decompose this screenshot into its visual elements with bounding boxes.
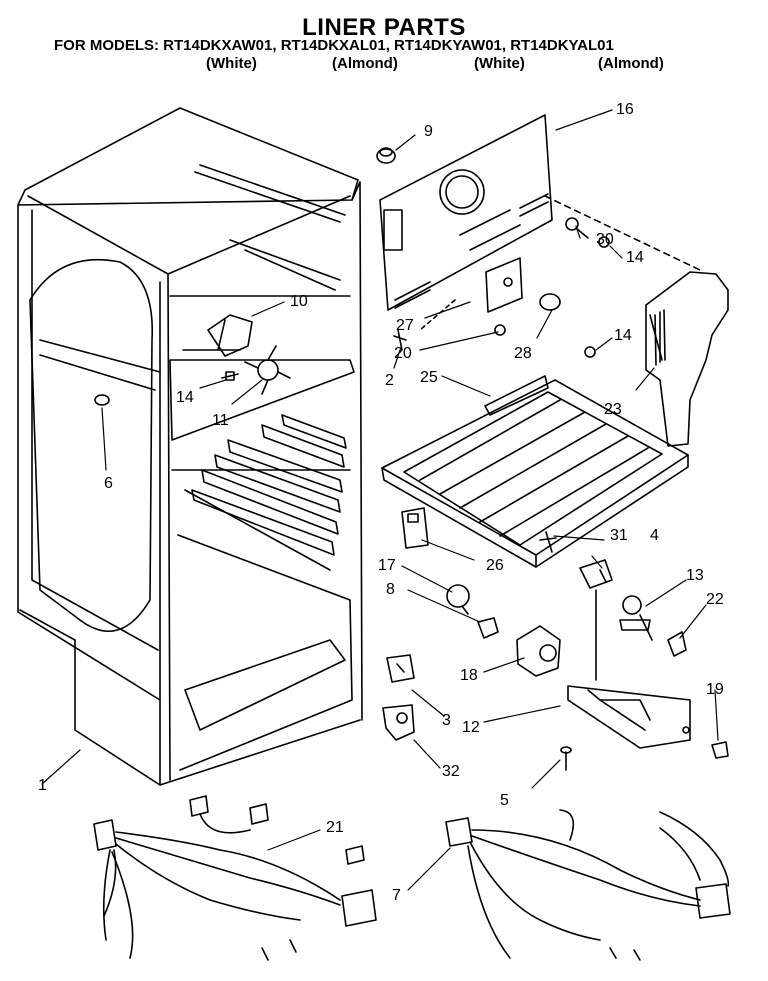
- variant-label-2: (Almond): [332, 55, 398, 72]
- callout-2: 2: [385, 372, 394, 389]
- callout-19: 19: [706, 681, 724, 698]
- variant-label-3: (White): [474, 55, 525, 72]
- callout-25: 25: [420, 369, 438, 386]
- callout-7: 7: [392, 887, 401, 904]
- callout-3: 3: [442, 712, 451, 729]
- control-housing: [382, 559, 729, 771]
- callout-10: 10: [290, 293, 308, 310]
- callout-18: 18: [460, 667, 478, 684]
- callout-22: 22: [706, 591, 724, 608]
- wire-harness-7: [445, 809, 731, 961]
- leader-lines: [41, 109, 719, 891]
- callout-8: 8: [386, 581, 395, 598]
- callout-16: 16: [616, 101, 634, 118]
- callout-4: 4: [650, 527, 659, 544]
- callout-14-upper: 14: [626, 249, 644, 266]
- callout-30: 30: [596, 231, 614, 248]
- freezer-shelf: [381, 375, 689, 568]
- callout-32: 32: [442, 763, 460, 780]
- callout-31: 31: [610, 527, 628, 544]
- callout-23: 23: [604, 401, 622, 418]
- callout-labels: 1 2 3 4 5 6 7 8 9 10 11 12 13 14 14 14 1…: [38, 101, 724, 904]
- switch-part-26: [401, 507, 557, 553]
- panel-hardware: [393, 217, 610, 358]
- page-header: LINER PARTS FOR MODELS: RT14DKXAW01, RT1…: [0, 0, 768, 80]
- callout-14-left: 14: [176, 389, 194, 406]
- page-title: LINER PARTS: [302, 14, 466, 41]
- liner-cabinet: [17, 107, 363, 786]
- callout-20: 20: [394, 345, 412, 362]
- callout-14-mid: 14: [614, 327, 632, 344]
- callout-28: 28: [514, 345, 532, 362]
- callout-11: 11: [212, 412, 229, 429]
- wire-harness-21: [93, 795, 377, 961]
- callout-5: 5: [500, 792, 509, 809]
- evaporator-cover: [645, 271, 729, 447]
- callout-17: 17: [378, 557, 396, 574]
- freezer-back-panel: [379, 114, 701, 331]
- plug-part-9: [376, 147, 396, 164]
- callout-26: 26: [486, 557, 504, 574]
- callout-21: 21: [326, 819, 344, 836]
- callout-1: 1: [38, 777, 47, 794]
- callout-27: 27: [396, 317, 414, 334]
- callout-9: 9: [424, 123, 433, 140]
- callout-12: 12: [462, 719, 480, 736]
- models-line: FOR MODELS: RT14DKXAW01, RT14DKXAL01, RT…: [54, 37, 614, 54]
- callout-6: 6: [104, 475, 113, 492]
- variant-label-1: (White): [206, 55, 257, 72]
- callout-13: 13: [686, 567, 704, 584]
- variant-label-4: (Almond): [598, 55, 664, 72]
